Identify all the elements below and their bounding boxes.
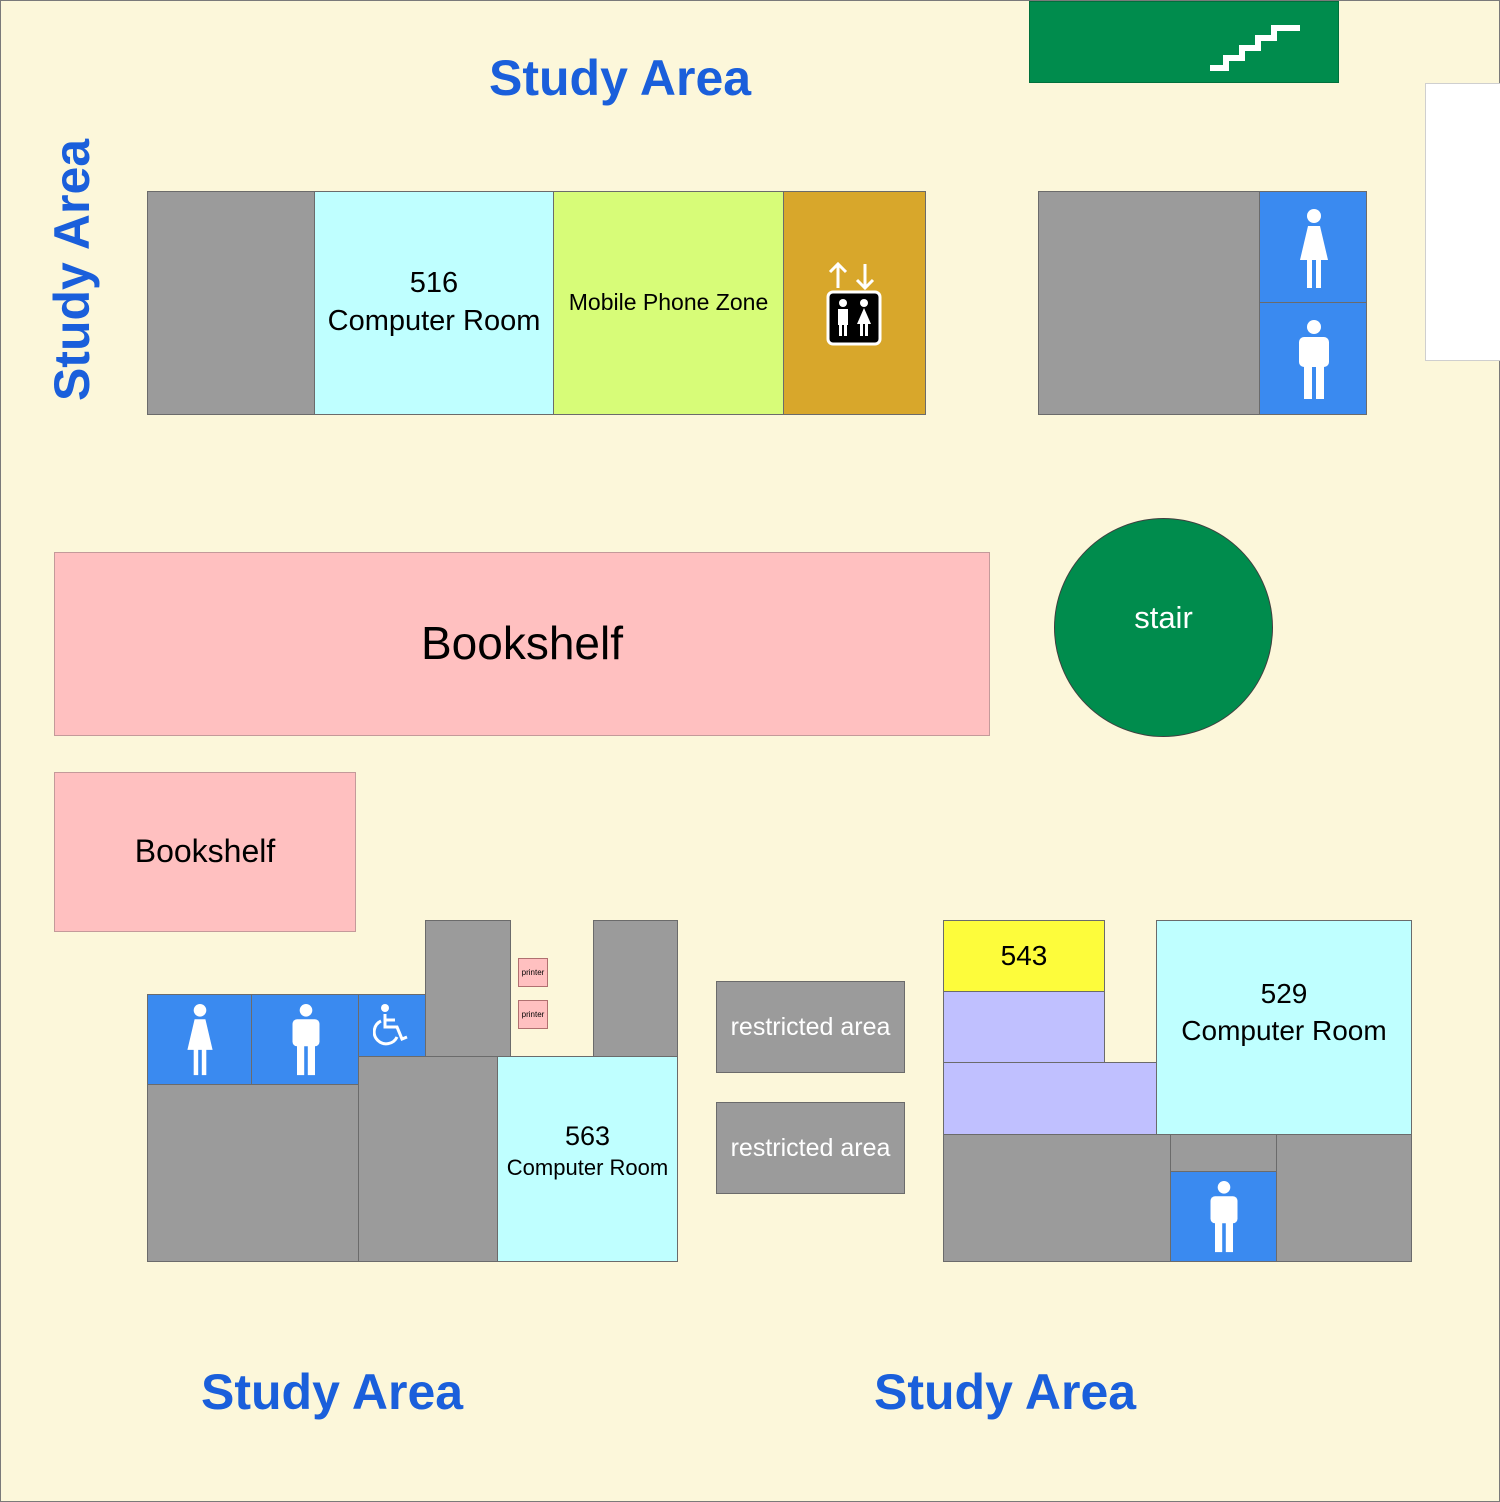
stairs-exit[interactable]	[1029, 1, 1339, 83]
lavender-room-lower	[943, 1062, 1157, 1135]
restricted-area-1-label: restricted area	[730, 1012, 891, 1041]
accessible-restroom[interactable]	[358, 994, 426, 1057]
computer-room-516[interactable]: 516 Computer Room	[314, 191, 554, 415]
bookshelf-small-label: Bookshelf	[134, 833, 276, 870]
male-restroom-icon	[1299, 320, 1329, 399]
male-restroom-icon	[292, 1004, 320, 1076]
printer-1[interactable]: printer	[518, 958, 548, 987]
computer-room-529[interactable]: 529 Computer Room	[1156, 920, 1412, 1135]
study-area-top-label: Study Area	[489, 50, 752, 106]
mobile-phone-zone[interactable]: Mobile Phone Zone	[553, 191, 784, 415]
elevator-icon	[826, 261, 882, 346]
female-restroom-icon	[187, 1004, 213, 1076]
restricted-area-2-label: restricted area	[730, 1133, 891, 1162]
female-restroom-top[interactable]	[1259, 191, 1367, 303]
utility-room-br-left	[943, 1134, 1171, 1262]
utility-room-bl-middle	[358, 1056, 498, 1262]
room-563-number: 563	[564, 1121, 611, 1152]
printer-1-label: printer	[521, 968, 545, 977]
stairs-icon	[1210, 25, 1300, 71]
printer-2-label: printer	[521, 1010, 545, 1019]
stair-label: stair	[1134, 599, 1193, 635]
female-restroom-bottom[interactable]	[147, 994, 252, 1085]
utility-room-bl-right-tall	[593, 920, 678, 1057]
room-516-number: 516	[409, 267, 459, 300]
utility-room-br-small	[1170, 1134, 1277, 1172]
bookshelf-large-label: Bookshelf	[420, 617, 623, 670]
male-restroom-bottom[interactable]	[251, 994, 359, 1085]
stair-circle[interactable]: stair	[1054, 518, 1273, 737]
computer-room-563[interactable]: 563 Computer Room	[497, 1056, 678, 1262]
wheelchair-icon	[373, 1004, 408, 1046]
window-strip	[1425, 83, 1500, 361]
bookshelf-small: Bookshelf	[54, 772, 356, 932]
restricted-area-2: restricted area	[716, 1102, 905, 1194]
female-restroom-icon	[1300, 209, 1328, 288]
study-area-left-label: Study Area	[44, 138, 101, 402]
study-area-bottom-left-label: Study Area	[201, 1364, 464, 1420]
study-area-bottom-right-label: Study Area	[874, 1364, 1137, 1420]
utility-room-top-left	[147, 191, 315, 415]
room-543-label: 543	[1000, 939, 1048, 971]
elevator[interactable]	[783, 191, 926, 415]
lavender-room-upper	[943, 991, 1105, 1063]
room-563-name: Computer Room	[506, 1155, 669, 1181]
male-restroom-bottom-right[interactable]	[1170, 1171, 1277, 1262]
utility-room-top-right	[1038, 191, 1260, 415]
room-529-number: 529	[1260, 978, 1308, 1010]
utility-room-br-right	[1276, 1134, 1412, 1262]
male-restroom-top[interactable]	[1259, 302, 1367, 415]
male-restroom-icon	[1210, 1181, 1238, 1253]
utility-room-bl-tall	[425, 920, 511, 1057]
utility-room-bl-bottom	[147, 1084, 359, 1262]
room-529-name: Computer Room	[1181, 1014, 1387, 1046]
restricted-area-1: restricted area	[716, 981, 905, 1073]
bookshelf-large: Bookshelf	[54, 552, 990, 736]
room-543[interactable]: 543	[943, 920, 1105, 992]
printer-2[interactable]: printer	[518, 1000, 548, 1029]
mobile-phone-zone-label: Mobile Phone Zone	[568, 289, 769, 316]
room-516-name: Computer Room	[327, 305, 541, 337]
